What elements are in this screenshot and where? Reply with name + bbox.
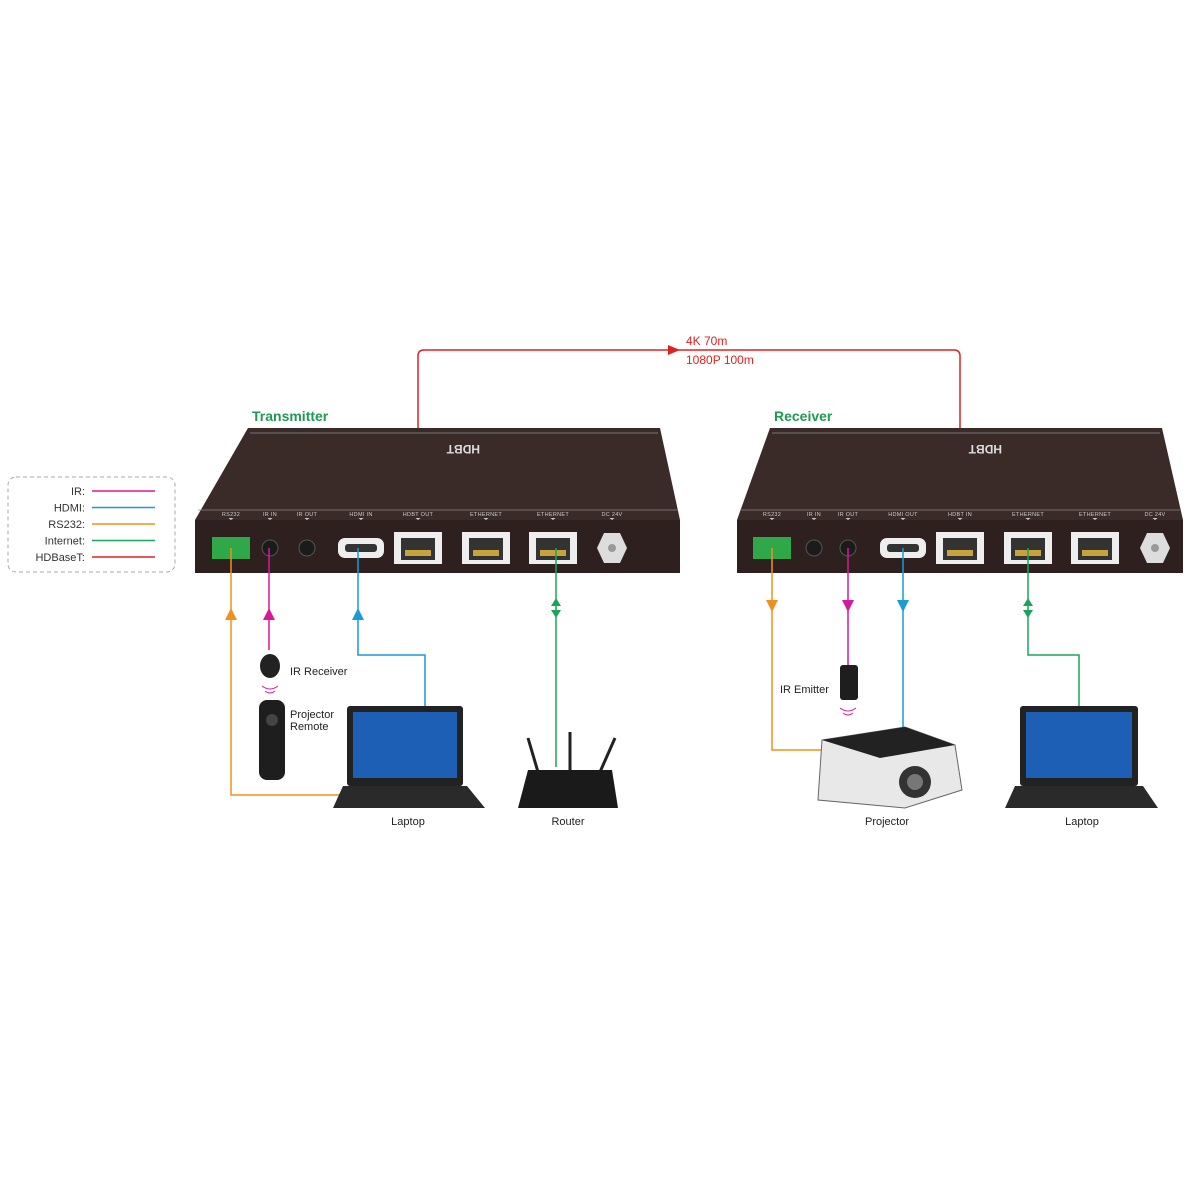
laptop-label: Laptop [391, 816, 425, 828]
hdbt-logo: HDBT [446, 442, 480, 456]
router-label: Router [551, 816, 584, 828]
link-spec-1080p: 1080P 100m [686, 353, 754, 367]
remote-label: Projector [290, 709, 334, 721]
port-label: HDMI IN [349, 512, 372, 518]
receiver-device: Receiver HDBT RS232 IR IN IR OUT HDMI OUT HD… [737, 408, 1183, 573]
ir-port [298, 539, 316, 557]
port-label: HDBT OUT [403, 512, 434, 518]
rs232-cable [771, 548, 822, 751]
hdmi-cable [357, 548, 426, 708]
ir-emitter-label: IR Emitter [780, 684, 829, 696]
projector-remote: Projector Remote [259, 700, 334, 780]
arrow-icon [668, 345, 680, 355]
ir-receiver: IR Receiver [260, 654, 348, 694]
port-label: ETHERNET [1012, 512, 1044, 518]
port-label: IR IN [263, 512, 277, 518]
projector: Projector [817, 726, 963, 828]
rx-cables [766, 548, 1080, 751]
port-label: IR IN [807, 512, 821, 518]
legend-label: HDMI: [54, 503, 85, 515]
port-label: ETHERNET [537, 512, 569, 518]
port-label: IR OUT [297, 512, 318, 518]
port-label: RS232 [222, 512, 240, 518]
port-label: HDBT IN [948, 512, 972, 518]
legend-label: HDBaseT: [35, 552, 85, 564]
laptop-rx: Laptop [1005, 706, 1158, 828]
legend: IR: HDMI: RS232: Internet: HDBaseT: [7, 476, 176, 573]
tx-cables [225, 548, 561, 796]
projector-label: Projector [865, 816, 909, 828]
laptop-tx: Laptop [333, 706, 485, 828]
port-label: ETHERNET [1079, 512, 1111, 518]
ir-port [261, 539, 279, 557]
port-label: ETHERNET [470, 512, 502, 518]
rs232-cable [230, 548, 340, 796]
router: Router [518, 732, 618, 828]
remote-label: Remote [290, 721, 329, 733]
port-label: RS232 [763, 512, 781, 518]
port-label: DC 24V [1144, 512, 1165, 518]
link-spec-4k: 4K 70m [686, 334, 727, 348]
hdbaset-link: 4K 70m 1080P 100m [417, 334, 961, 548]
transmitter-device: Transmitter HDBT RS232 IR IN IR OUT HDMI IN… [195, 408, 680, 573]
ir-port [805, 539, 823, 557]
port-label: HDMI OUT [888, 512, 918, 518]
transmitter-title: Transmitter [252, 408, 329, 424]
laptop-label: Laptop [1065, 816, 1099, 828]
hdbt-logo: HDBT [968, 442, 1002, 456]
legend-label: Internet: [45, 536, 85, 548]
receiver-title: Receiver [774, 408, 833, 424]
legend-label: IR: [71, 486, 85, 498]
legend-label: RS232: [48, 519, 85, 531]
port-label: IR OUT [838, 512, 859, 518]
ir-emitter: IR Emitter [780, 665, 858, 716]
port-label: DC 24V [601, 512, 622, 518]
ir-receiver-label: IR Receiver [290, 666, 348, 678]
